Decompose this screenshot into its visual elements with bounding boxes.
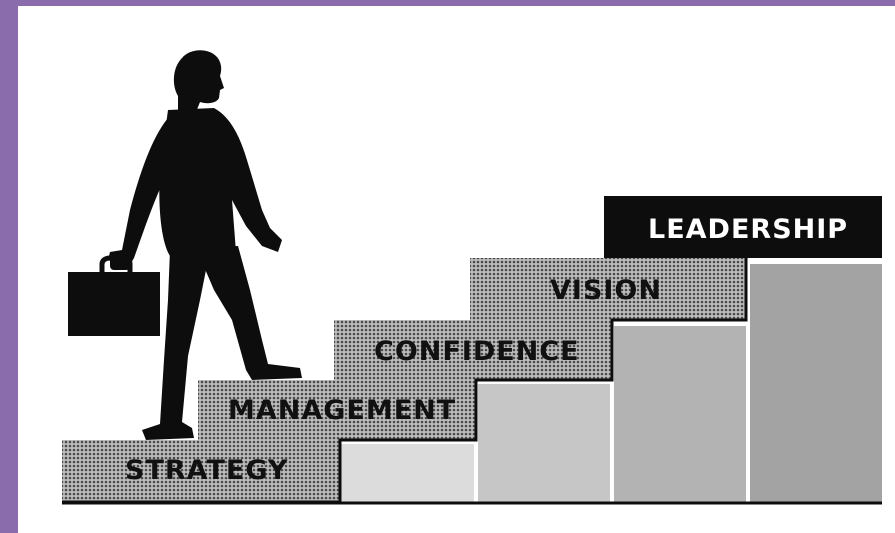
riser-block-4	[750, 264, 882, 504]
torso	[159, 108, 282, 256]
briefcase-icon	[68, 255, 160, 336]
leg-front	[196, 246, 302, 380]
head	[173, 50, 224, 112]
stair-outline	[62, 258, 748, 504]
step-label-vision: VISION	[550, 275, 662, 306]
step-label-leadership: LEADERSHIP	[648, 214, 848, 245]
step-management	[198, 380, 476, 440]
step-vision	[470, 258, 746, 320]
step-leadership	[604, 196, 882, 258]
step-confidence	[334, 320, 612, 380]
step-label-strategy: STRATEGY	[125, 455, 288, 486]
step-strategy	[62, 440, 340, 502]
leg-rear	[142, 250, 210, 440]
step-label-management: MANAGEMENT	[228, 395, 456, 426]
arm-front	[108, 118, 168, 268]
riser-block-2	[478, 384, 610, 504]
step-label-confidence: CONFIDENCE	[374, 336, 580, 367]
riser-block-3	[614, 326, 746, 504]
businessman-silhouette	[108, 50, 302, 440]
riser-block-1	[340, 444, 474, 504]
